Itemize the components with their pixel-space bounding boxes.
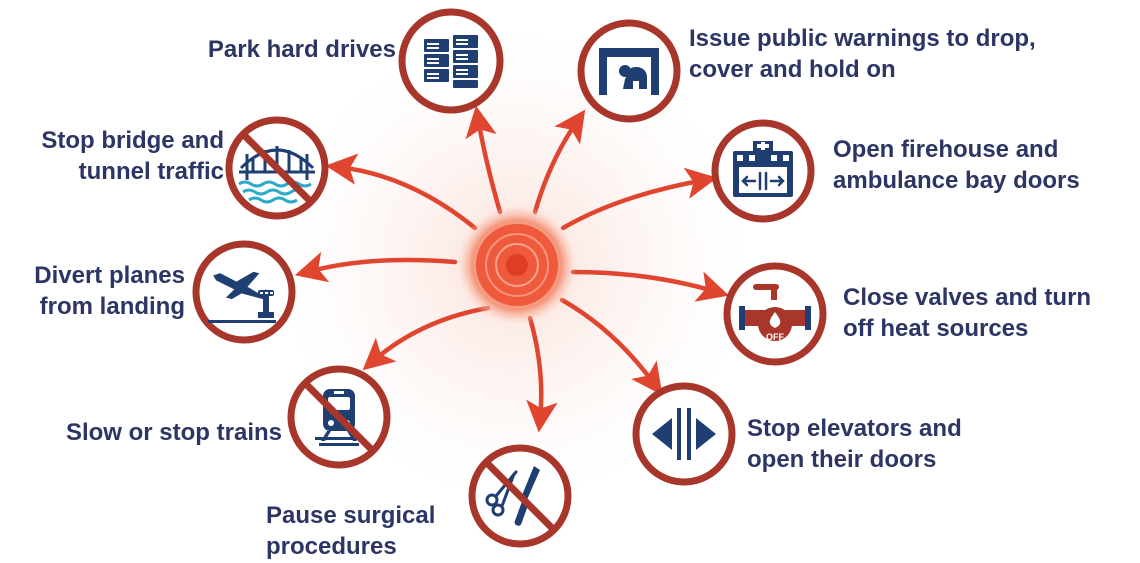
label-valves: Close valves and turn off heat sources bbox=[843, 282, 1091, 344]
label-trains: Slow or stop trains bbox=[66, 417, 282, 448]
label-line: Divert planes bbox=[34, 262, 185, 289]
label-line: Close valves and turn bbox=[843, 284, 1092, 311]
arrow-to-elevators bbox=[559, 297, 663, 396]
arrow-to-valves bbox=[570, 269, 730, 302]
earthquake-epicenter-icon bbox=[457, 205, 577, 325]
label-planes: Divert planes from landing bbox=[34, 260, 185, 322]
label-line: Stop elevators and bbox=[747, 415, 962, 442]
label-line: from landing bbox=[39, 293, 185, 320]
label-line: open their doors bbox=[747, 446, 937, 473]
label-bridge: Stop bridge and tunnel traffic bbox=[41, 125, 224, 187]
label-line: procedures bbox=[266, 533, 397, 560]
elevator-doors-icon bbox=[632, 382, 736, 486]
label-line: Stop bridge and bbox=[41, 127, 224, 154]
label-line: tunnel traffic bbox=[78, 158, 224, 185]
arrow-to-trains bbox=[362, 305, 491, 371]
no-train-icon bbox=[287, 365, 391, 469]
arrow-to-public-warnings bbox=[532, 109, 586, 215]
label-line: Open firehouse and bbox=[833, 136, 1059, 163]
plane-tower-icon bbox=[192, 240, 296, 344]
label-surgery: Pause surgical procedures bbox=[266, 500, 435, 562]
drop-cover-hold-icon bbox=[577, 19, 681, 123]
label-line: Slow or stop trains bbox=[65, 419, 282, 446]
label-line: ambulance bay doors bbox=[833, 167, 1080, 194]
arrow-to-planes bbox=[294, 251, 458, 283]
label-line: Park hard drives bbox=[207, 36, 396, 63]
label-elevators: Stop elevators and open their doors bbox=[747, 413, 962, 475]
firehouse-door-icon bbox=[711, 119, 815, 223]
no-bridge-icon bbox=[225, 116, 329, 220]
label-line: cover and hold on bbox=[689, 56, 896, 83]
gas-valve-off-icon: OFF bbox=[723, 262, 827, 366]
label-line: Pause surgical bbox=[266, 502, 436, 529]
label-line: Issue public warnings to drop, bbox=[689, 25, 1036, 52]
label-park-hard-drives: Park hard drives bbox=[208, 34, 396, 65]
arrow-to-firehouse bbox=[560, 167, 718, 231]
arrows-group bbox=[294, 105, 730, 433]
label-public-warnings: Issue public warnings to drop, cover and… bbox=[689, 23, 1036, 85]
label-line: off heat sources bbox=[843, 315, 1029, 342]
arrow-to-surgery bbox=[526, 315, 558, 433]
arrow-to-hard-drives bbox=[465, 105, 503, 215]
no-surgery-icon bbox=[468, 444, 572, 548]
svg-text:OFF: OFF bbox=[766, 332, 784, 342]
server-rack-icon bbox=[398, 8, 504, 114]
label-firehouse: Open firehouse and ambulance bay doors bbox=[833, 134, 1080, 196]
arrow-to-bridge bbox=[325, 153, 478, 231]
